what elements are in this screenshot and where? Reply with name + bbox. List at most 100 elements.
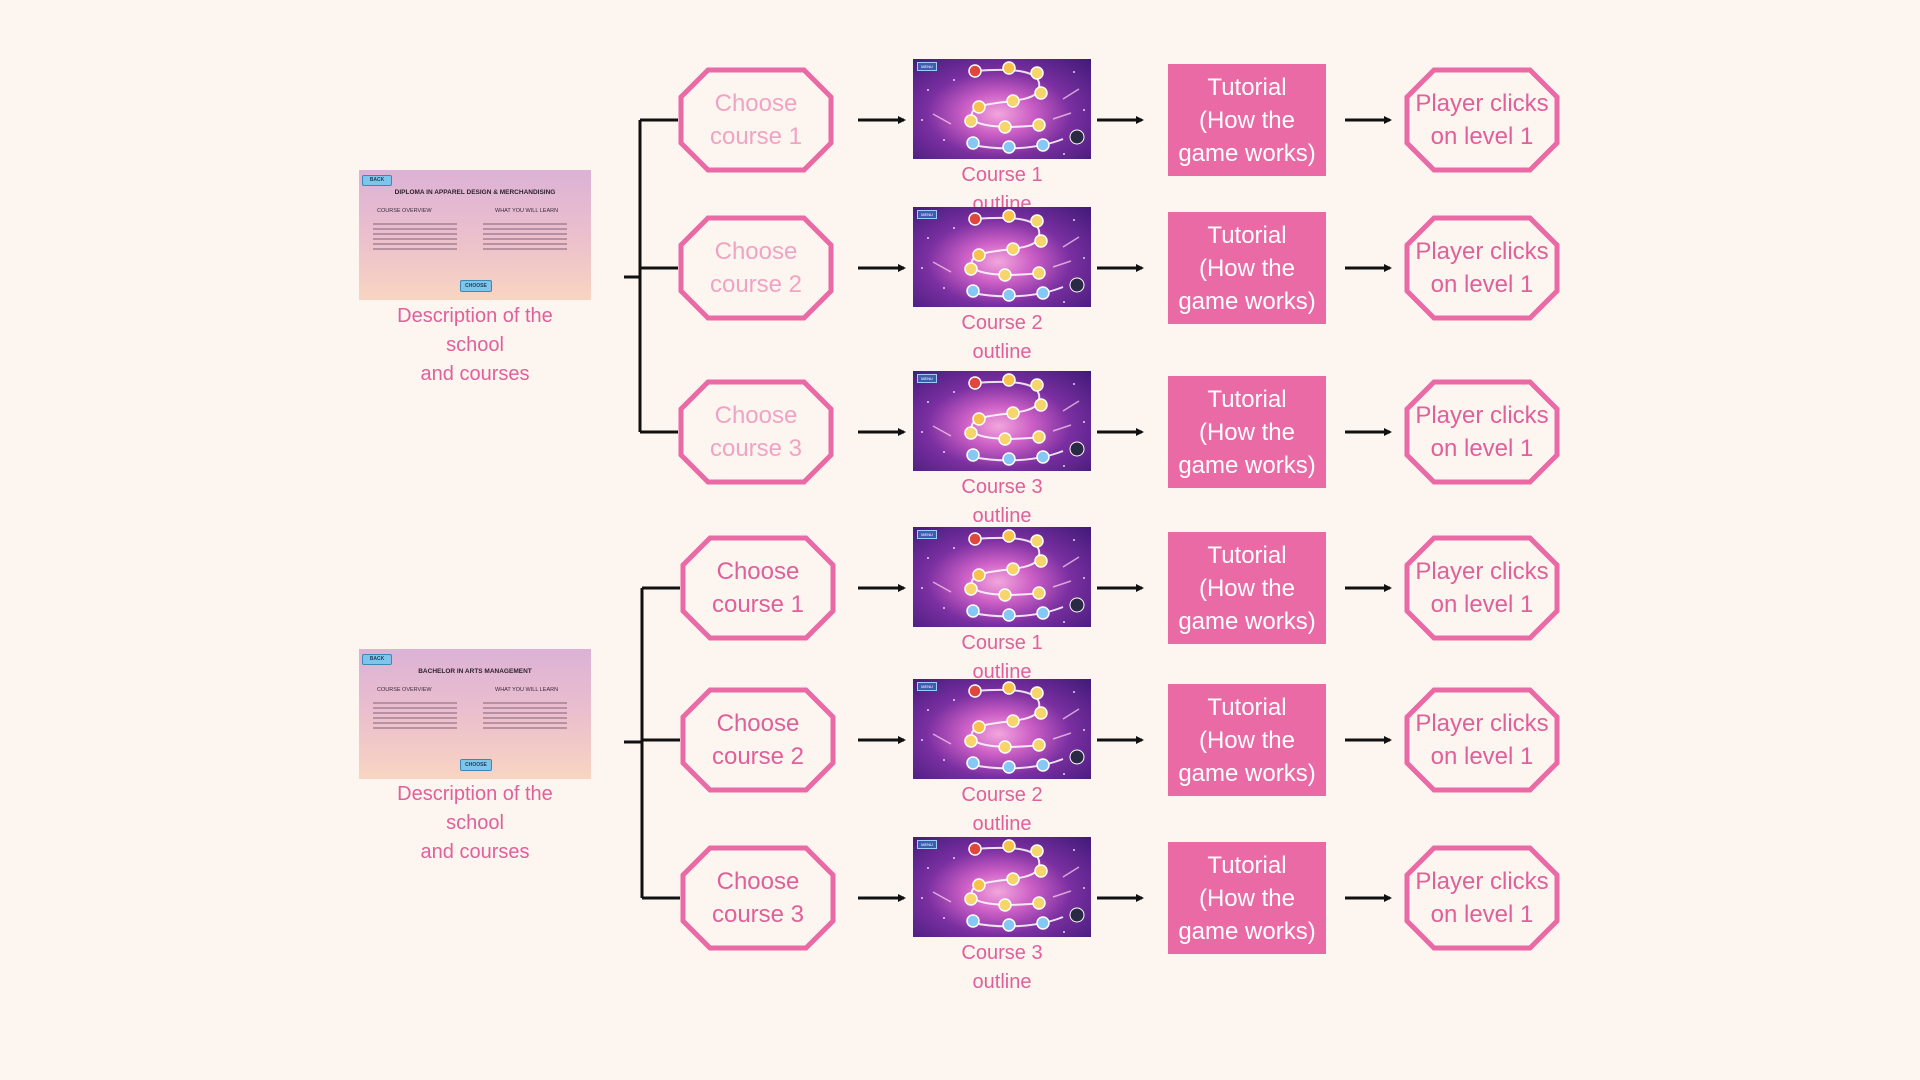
star-icon — [943, 287, 945, 289]
level-node — [968, 64, 982, 78]
level-path-map — [932, 529, 1085, 622]
choose-course-node-shape — [680, 535, 836, 641]
placeholder-line — [373, 233, 457, 235]
program-title: BACHELOR IN ARTS MANAGEMENT — [418, 668, 532, 675]
tutorial-line: (How the — [1198, 254, 1296, 282]
tutorial-line: game works) — [1178, 917, 1316, 945]
course-outline-caption-line: outline — [972, 813, 1032, 835]
level-path-map — [932, 373, 1085, 466]
tutorial-line: game works) — [1178, 139, 1316, 167]
star-icon — [927, 867, 929, 869]
star-icon — [1063, 931, 1065, 933]
placeholder-line — [483, 712, 567, 714]
star-icon — [943, 917, 945, 919]
shooting-star-icon — [932, 891, 952, 903]
course-outline-game-map: MENU — [913, 679, 1091, 779]
description-caption-line: Description of the — [397, 305, 553, 327]
level-node — [968, 532, 982, 546]
description-caption-line: Description of the — [397, 783, 553, 805]
choose-course-label-line: Choose — [716, 710, 800, 737]
level-node — [964, 892, 978, 906]
course-overview-heading: COURSE OVERVIEW — [377, 208, 432, 214]
course-outline-game-map: MENU — [913, 837, 1091, 937]
shooting-star-icon — [932, 113, 952, 125]
level-node — [1036, 758, 1050, 772]
star-icon — [927, 557, 929, 559]
placeholder-line — [373, 707, 457, 709]
choose-course-label-line: Choose — [716, 558, 800, 585]
placeholder-text-block — [373, 223, 457, 253]
menu-button: MENU — [917, 530, 937, 539]
placeholder-line — [373, 243, 457, 245]
level-path-map — [932, 61, 1085, 154]
choose-course-label-line: Choose — [714, 238, 798, 265]
level-node — [968, 212, 982, 226]
level-node — [1002, 760, 1016, 774]
player-clicks-label-line: Player clicks — [1415, 90, 1549, 117]
level-node — [1032, 738, 1046, 752]
star-icon — [1083, 577, 1085, 579]
tutorial-line: (How the — [1198, 726, 1296, 754]
star-icon — [921, 897, 923, 899]
course-outline-game-map: MENU — [913, 527, 1091, 627]
placeholder-line — [483, 717, 567, 719]
level-node — [964, 426, 978, 440]
level-node — [972, 412, 986, 426]
star-icon — [953, 699, 955, 701]
shooting-star-icon — [1052, 260, 1072, 268]
course-outline-game-map: MENU — [913, 207, 1091, 307]
level-node — [1032, 430, 1046, 444]
star-icon — [1073, 691, 1075, 693]
star-icon — [927, 237, 929, 239]
star-icon — [953, 857, 955, 859]
placeholder-line — [483, 707, 567, 709]
player-avatar-icon — [1069, 129, 1085, 145]
player-clicks-label-line: Player clicks — [1415, 868, 1549, 895]
star-icon — [1083, 421, 1085, 423]
level-node — [972, 568, 986, 582]
tutorial-line: Tutorial — [1207, 851, 1287, 879]
level-node — [1006, 94, 1020, 108]
level-node — [968, 376, 982, 390]
shooting-star-icon — [932, 581, 952, 593]
choose-course-label-line: course 3 — [711, 901, 805, 928]
star-icon — [953, 391, 955, 393]
level-node — [972, 100, 986, 114]
shooting-star-icon — [1062, 866, 1080, 878]
placeholder-line — [483, 228, 567, 230]
shooting-star-icon — [1062, 88, 1080, 100]
player-clicks-level-node[interactable]: Player clicks on level 1 — [1404, 845, 1560, 951]
star-icon — [1063, 773, 1065, 775]
level-node — [1002, 608, 1016, 622]
course-overview-heading: COURSE OVERVIEW — [377, 687, 432, 693]
level-node — [966, 448, 980, 462]
level-node — [964, 582, 978, 596]
choose-course-label-line: Choose — [714, 90, 798, 117]
player-clicks-label-line: Player clicks — [1415, 558, 1549, 585]
placeholder-line — [483, 238, 567, 240]
player-avatar-icon — [1069, 441, 1085, 457]
placeholder-text-block — [483, 223, 567, 253]
player-clicks-label-line: on level 1 — [1430, 901, 1534, 928]
